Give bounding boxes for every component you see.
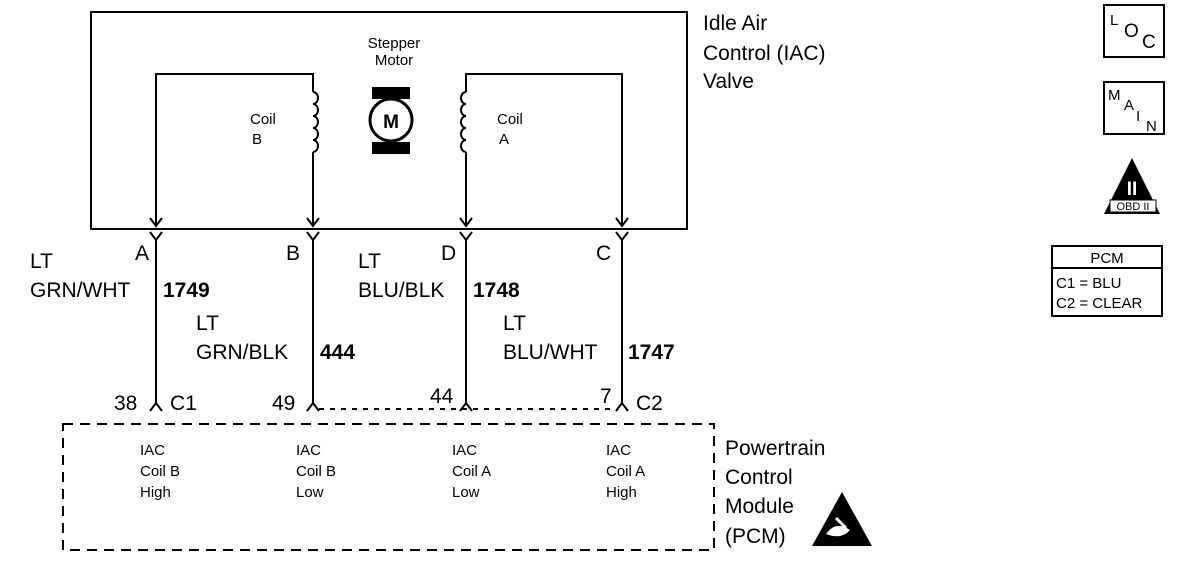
loc-letter-o: O (1124, 21, 1139, 42)
pcm-circuit-2-line2: Coil B (296, 463, 336, 480)
pcm-circuit-1-line2: Coil B (140, 463, 180, 480)
coil-b-winding-icon (312, 91, 319, 153)
wire-1747-circuit: 1747 (628, 341, 675, 364)
pcm-connector-legend-c1: C1 = BLU (1056, 275, 1121, 292)
pcm-title-line4: (PCM) (725, 525, 786, 548)
terminal-c-label: C (596, 242, 611, 265)
motor-symbol: M (383, 112, 399, 133)
pcm-pin-49: 49 (272, 392, 295, 415)
pcm-circuit-2-line1: IAC (296, 442, 321, 459)
motor-label-line1: Stepper (368, 35, 421, 52)
obd-ii-icon (1104, 158, 1160, 214)
wire-1749-color-line1: LT (30, 250, 53, 273)
main-letter-n: N (1146, 118, 1157, 135)
valve-title-line1: Idle Air (703, 12, 767, 35)
pcm-circuit-4-line3: High (606, 484, 637, 501)
wire-444-color-line1: LT (196, 312, 219, 335)
pcm-circuit-3-line2: Coil A (452, 463, 491, 480)
obd-ii-symbol: II (1127, 179, 1138, 200)
valve-terminal-marks (149, 231, 629, 242)
pcm-pin-7: 7 (600, 385, 612, 408)
coil-b-label-line2: B (252, 131, 262, 148)
esd-warning-icon (812, 492, 872, 546)
wire-1748-color-line1: LT (358, 250, 381, 273)
main-letter-i: I (1136, 108, 1140, 125)
pcm-pin-38: 38 (114, 392, 137, 415)
motor-label-line2: Motor (375, 52, 413, 69)
loc-letter-l: L (1110, 12, 1118, 29)
wire-444-color-line2: GRN/BLK (196, 341, 288, 364)
pcm-pin-44: 44 (430, 385, 454, 408)
valve-connector-arrows (149, 217, 629, 228)
terminal-b-label: B (286, 242, 300, 265)
pcm-box (62, 423, 715, 551)
obd-ii-label: OBD II (1116, 201, 1149, 213)
pcm-circuit-3-line3: Low (452, 484, 480, 501)
coil-a-top-wire (465, 73, 623, 225)
main-letter-a: A (1124, 97, 1134, 114)
pcm-circuit-labels: IAC Coil B High IAC Coil B Low IAC Coil … (140, 442, 645, 501)
pcm-circuit-4-line1: IAC (606, 442, 631, 459)
wire-1749-circuit: 1749 (163, 279, 210, 302)
pcm-circuit-2-line3: Low (296, 484, 324, 501)
pcm-circuit-1-line1: IAC (140, 442, 165, 459)
wire-1748-color-line2: BLU/BLK (358, 279, 444, 302)
terminal-d-label: D (441, 242, 456, 265)
loc-legend-box (1103, 4, 1165, 58)
valve-title-line3: Valve (703, 70, 754, 93)
wire-444-circuit: 444 (320, 341, 355, 364)
pcm-title-line2: Control (725, 466, 793, 489)
harness-wires (155, 240, 623, 404)
pcm-title-line3: Module (725, 495, 794, 518)
wire-1747-color-line2: BLU/WHT (503, 341, 598, 364)
pcm-circuit-3-line1: IAC (452, 442, 477, 459)
wire-1748-circuit: 1748 (473, 279, 520, 302)
loc-letter-c: C (1142, 32, 1156, 53)
coil-a-winding-icon (460, 91, 467, 153)
pcm-connector-c2: C2 (636, 392, 663, 415)
coil-a-label-line2: A (499, 131, 509, 148)
wire-1749-color-line2: GRN/WHT (30, 279, 130, 302)
coil-b-label-line1: Coil (250, 111, 276, 128)
pcm-connector-legend-c2: C2 = CLEAR (1056, 295, 1142, 312)
coil-b-top-wire (155, 73, 314, 225)
wire-1747-color-line1: LT (503, 312, 526, 335)
valve-title-line2: Control (IAC) (703, 42, 826, 65)
pcm-connector-legend-title: PCM (1090, 250, 1123, 267)
stepper-motor-icon (368, 87, 414, 154)
terminal-a-label: A (135, 242, 149, 265)
main-letter-m: M (1108, 87, 1121, 104)
pcm-connector-legend-box (1051, 245, 1163, 317)
coil-a-label-line1: Coil (497, 111, 523, 128)
pcm-circuit-1-line3: High (140, 484, 171, 501)
pcm-circuit-4-line2: Coil A (606, 463, 645, 480)
pcm-connector-c1: C1 (170, 392, 197, 415)
main-legend-box (1103, 81, 1165, 135)
iac-valve-box (90, 11, 688, 230)
pcm-title-line1: Powertrain (725, 437, 825, 460)
